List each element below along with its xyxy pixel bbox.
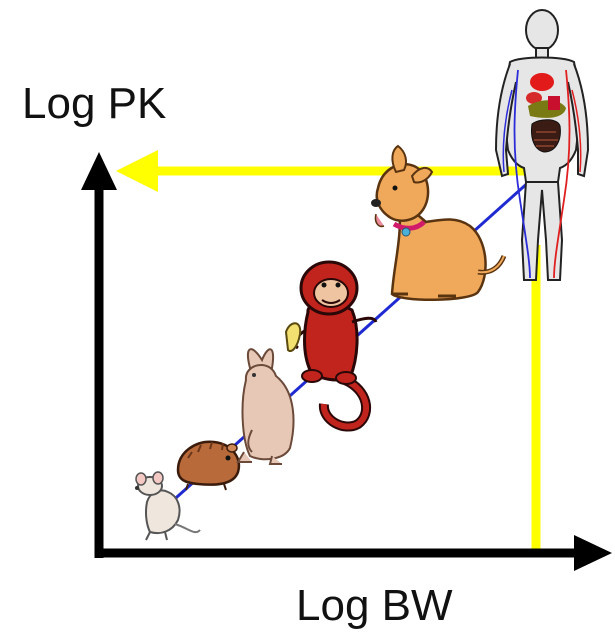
y-projection-arrow xyxy=(116,150,530,192)
mouse-icon xyxy=(135,471,201,541)
dog-icon xyxy=(371,144,507,301)
y-axis xyxy=(81,152,117,558)
x-axis xyxy=(95,535,612,571)
x-axis-label: Log BW xyxy=(296,581,453,630)
rat-icon xyxy=(176,440,241,491)
human-icon xyxy=(494,9,590,281)
y-axis-label: Log PK xyxy=(22,79,167,128)
rabbit-icon xyxy=(236,348,295,465)
monkey-icon xyxy=(284,260,378,432)
